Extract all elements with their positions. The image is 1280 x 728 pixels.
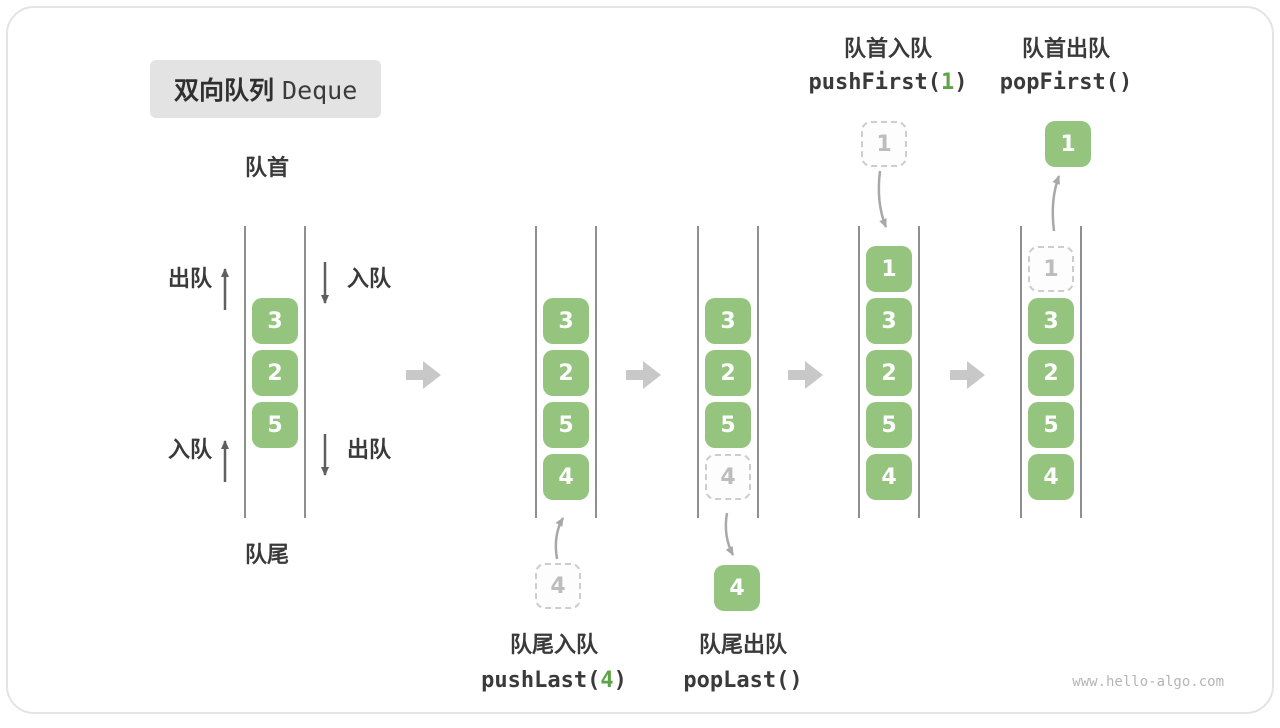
- pop-first-ghost-cell: 1: [1028, 246, 1074, 292]
- dequeue-label-top-left: 出队: [167, 267, 213, 292]
- queue3-right-wall: [757, 226, 759, 518]
- code-text: ): [954, 70, 968, 95]
- step-arrow-3: [788, 361, 823, 389]
- step-arrow-1: [406, 361, 441, 389]
- push-last-arrow: [554, 517, 565, 560]
- queue1-right-wall: [304, 226, 306, 518]
- queue-cell: 4: [543, 454, 589, 500]
- queue-cell: 3: [252, 298, 298, 344]
- queue-cell: 2: [543, 350, 589, 396]
- queue-cell: 5: [866, 402, 912, 448]
- queue-cell: 3: [543, 298, 589, 344]
- queue-cell: 5: [543, 402, 589, 448]
- pop-last-label: 队尾出队: [698, 633, 788, 658]
- code-text: ): [613, 668, 627, 693]
- push-first-incoming-cell: 1: [861, 121, 907, 167]
- queue-cell: 2: [252, 350, 298, 396]
- queue-cell: 2: [705, 350, 751, 396]
- code-text: pushFirst(: [808, 70, 941, 95]
- queue-cell: 5: [705, 402, 751, 448]
- title-zh: 双向队列: [174, 76, 275, 105]
- code-arg: 4: [600, 668, 614, 693]
- queue-cell: 4: [866, 454, 912, 500]
- rear-label: 队尾: [244, 543, 290, 568]
- push-last-label: 队尾入队: [509, 633, 599, 658]
- enqueue-label-bottom-left: 入队: [167, 438, 213, 463]
- queue-cell: 1: [866, 246, 912, 292]
- pop-first-arrow: [1051, 175, 1061, 232]
- queue4-left-wall: [858, 226, 860, 518]
- queue-cell: 3: [1028, 298, 1074, 344]
- front-label: 队首: [244, 156, 290, 181]
- queue2-right-wall: [595, 226, 597, 518]
- code-text: pushLast(: [481, 668, 601, 693]
- push-last-code: pushLast(4): [481, 666, 627, 696]
- queue-cell: 4: [1028, 454, 1074, 500]
- queue3-left-wall: [697, 226, 699, 518]
- queue-cell: 5: [1028, 402, 1074, 448]
- push-first-code: pushFirst(1): [809, 68, 968, 98]
- pop-last-arrow: [724, 512, 735, 556]
- queue-cell: 2: [1028, 350, 1074, 396]
- queue5-left-wall: [1020, 226, 1022, 518]
- pop-last-code: popLast(): [683, 668, 803, 693]
- pop-first-label: 队首出队: [1021, 37, 1111, 62]
- pop-last-ghost-cell: 4: [705, 454, 751, 500]
- push-first-label: 队首入队: [843, 37, 933, 62]
- watermark: www.hello-algo.com: [1072, 674, 1224, 690]
- push-first-arrow: [877, 170, 888, 228]
- queue1-left-wall: [244, 226, 246, 518]
- queue-cell: 3: [866, 298, 912, 344]
- push-last-incoming-cell: 4: [535, 563, 581, 609]
- queue-cell: 5: [252, 402, 298, 448]
- queue5-right-wall: [1080, 226, 1082, 518]
- step-arrow-4: [950, 361, 985, 389]
- pop-first-removed-cell: 1: [1045, 121, 1091, 167]
- enqueue-label-top-right: 入队: [346, 267, 392, 292]
- queue-cell: 2: [866, 350, 912, 396]
- queue4-right-wall: [918, 226, 920, 518]
- queue-cell: 3: [705, 298, 751, 344]
- pop-last-removed-cell: 4: [714, 565, 760, 611]
- dequeue-label-bottom-right: 出队: [346, 438, 392, 463]
- queue2-left-wall: [535, 226, 537, 518]
- title-en: Deque: [282, 76, 358, 105]
- code-arg: 1: [940, 70, 955, 95]
- step-arrow-2: [626, 361, 661, 389]
- pop-first-code: popFirst(): [999, 70, 1133, 95]
